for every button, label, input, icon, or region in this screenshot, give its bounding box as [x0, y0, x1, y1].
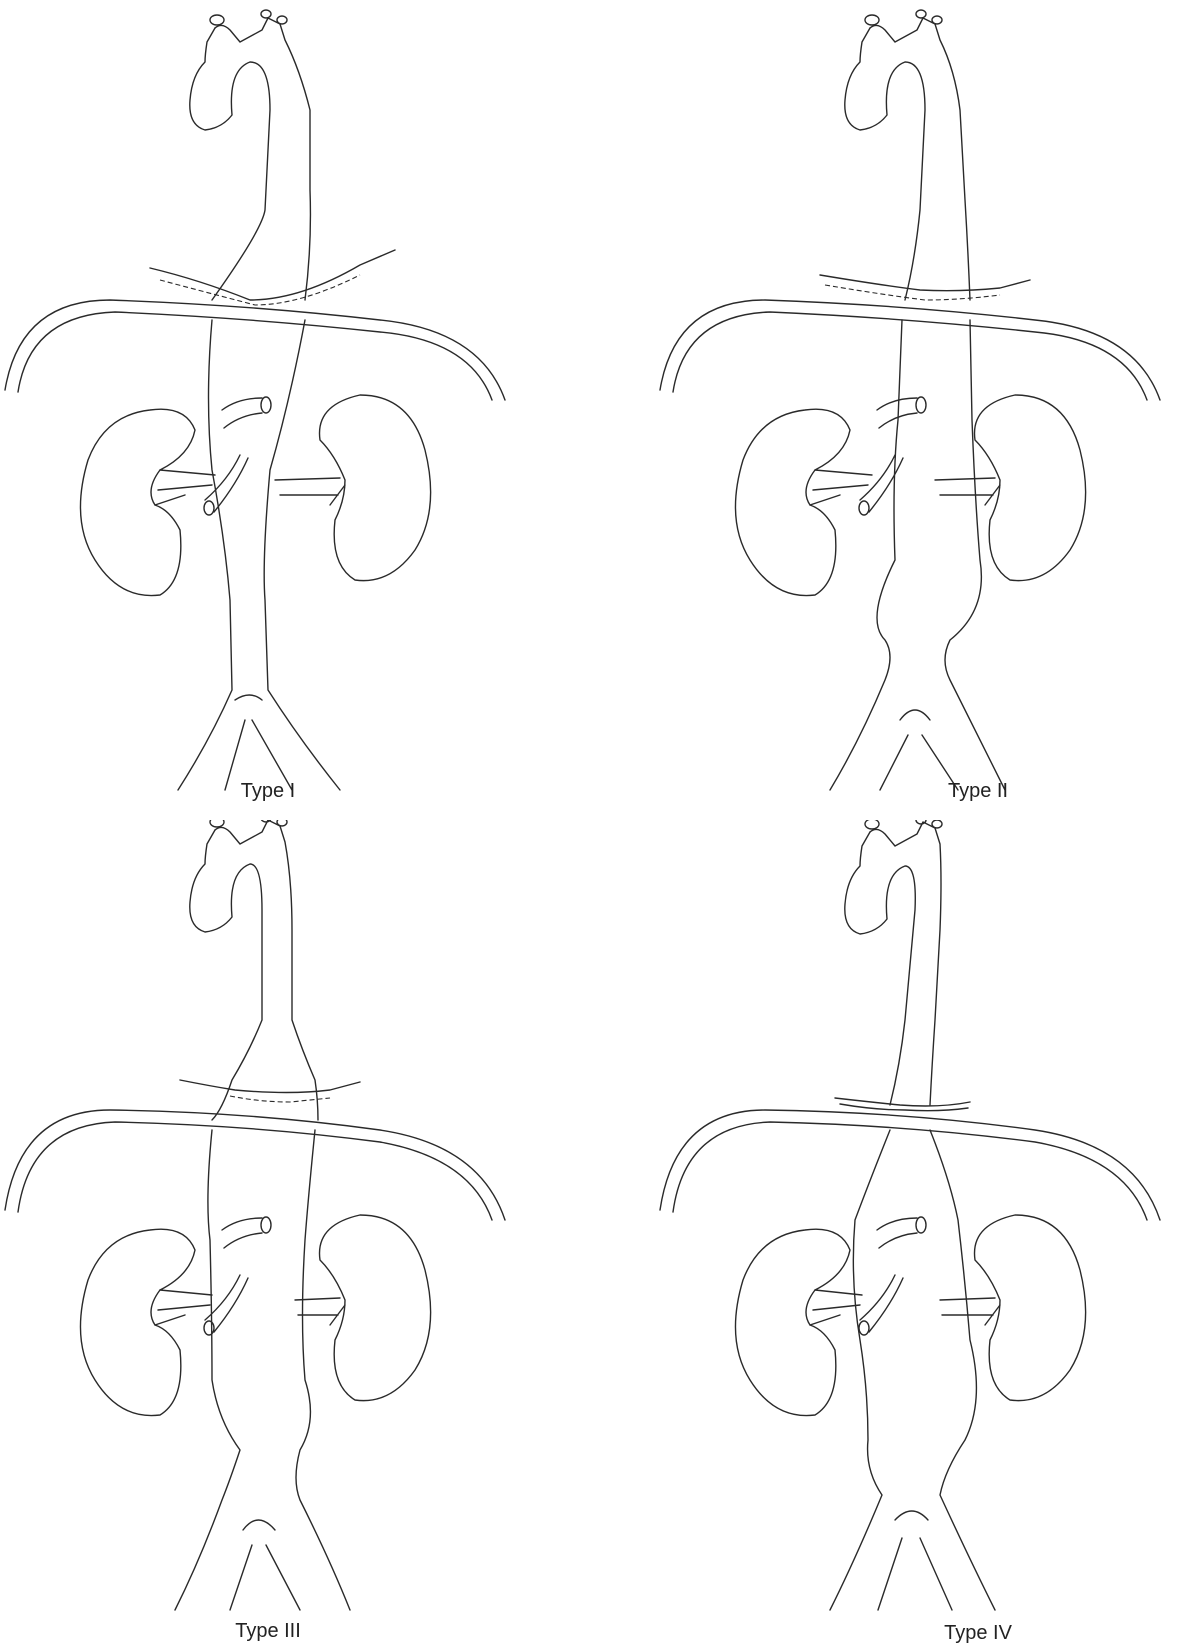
aorta-diagram-type-1 [0, 0, 560, 810]
panel-type-4: Type IV [640, 820, 1198, 1630]
aorta-diagram-type-3 [0, 820, 560, 1630]
aorta-diagram-type-2 [640, 0, 1198, 810]
panel-label: Type I [168, 780, 368, 803]
panel-label: Type III [168, 1620, 368, 1643]
panel-label: Type IV [878, 1622, 1078, 1645]
panel-type-1: Type I [0, 0, 560, 810]
panel-type-2: Type II [640, 0, 1198, 810]
panel-type-3: Type III [0, 820, 560, 1630]
panel-label: Type II [878, 780, 1078, 803]
aorta-diagram-type-4 [640, 820, 1198, 1630]
